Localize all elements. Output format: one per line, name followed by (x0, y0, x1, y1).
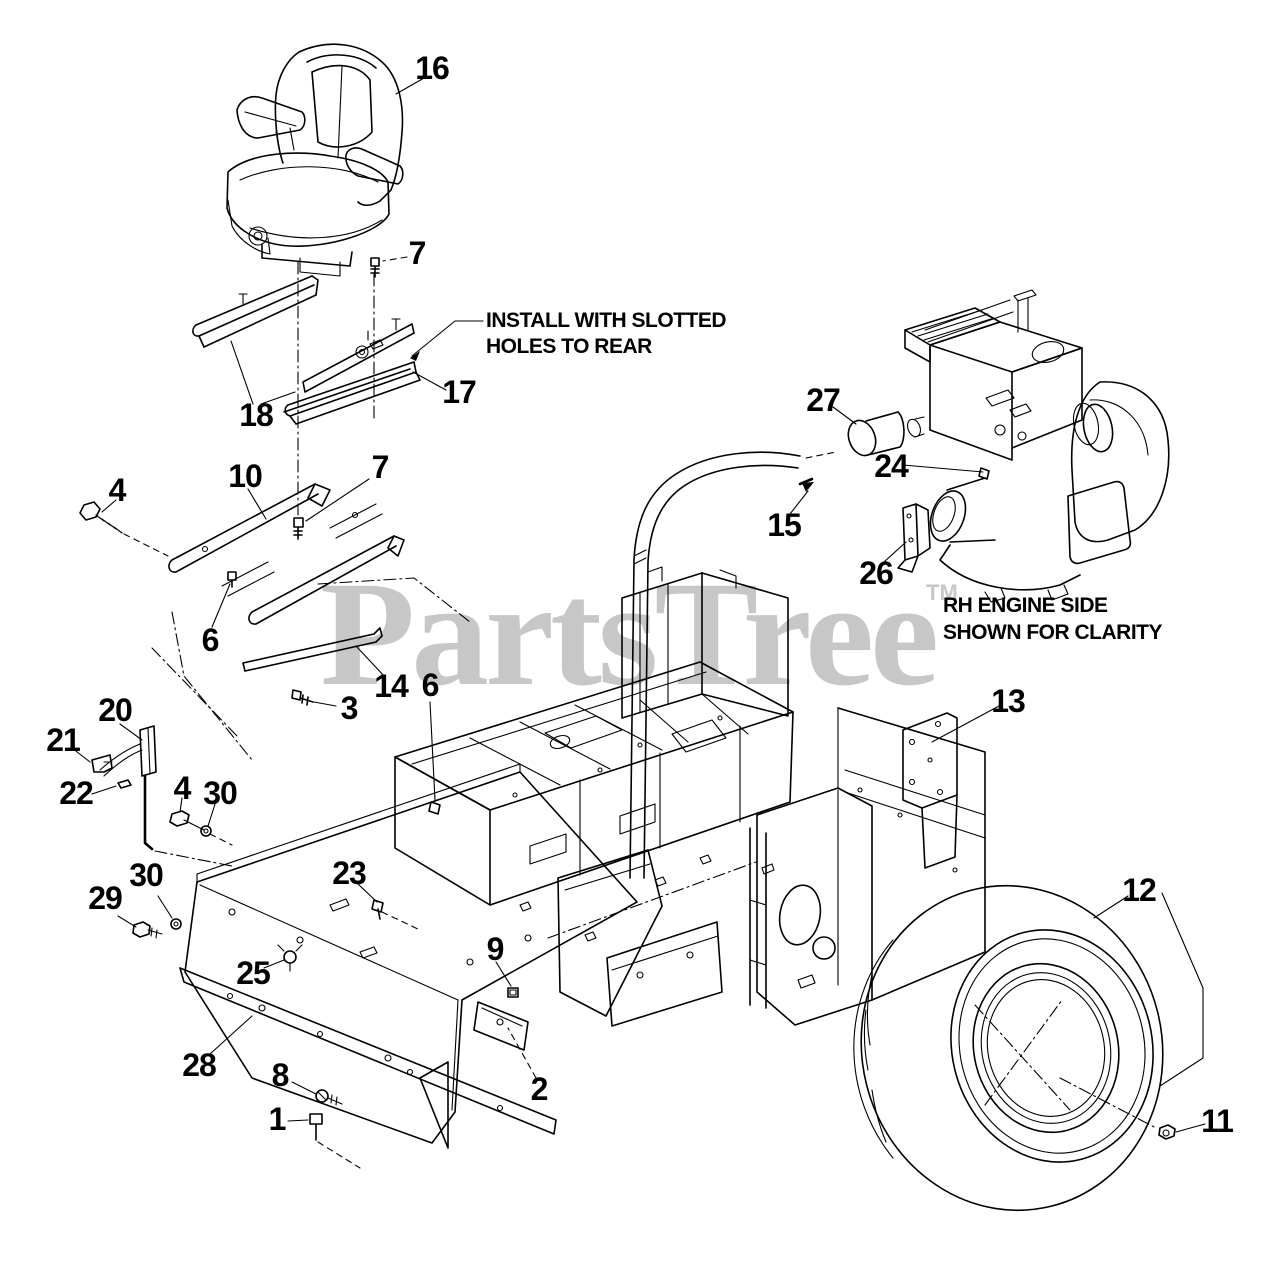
callout-labels: 16 7 18 17 4 10 7 6 14 3 6 15 27 24 26 1… (46, 50, 1234, 1139)
wheel-drawing (853, 884, 1206, 1212)
callout-26: 26 (859, 555, 893, 591)
callout-7-seat: 7 (409, 235, 426, 271)
callout-9: 9 (487, 931, 504, 967)
callout-4-lower: 4 (174, 770, 192, 806)
callout-3: 3 (341, 690, 358, 726)
callout-13: 13 (991, 683, 1025, 719)
callout-25: 25 (236, 955, 270, 991)
install-note-line1: INSTALL WITH SLOTTED (486, 309, 726, 332)
callout-28: 28 (182, 1047, 216, 1083)
callout-15: 15 (767, 507, 801, 543)
callout-17: 17 (442, 374, 476, 410)
seat-rails-drawing (192, 77, 484, 516)
callout-2: 2 (531, 1071, 548, 1107)
callout-16: 16 (415, 50, 449, 86)
callout-18: 18 (239, 397, 273, 433)
callout-1: 1 (269, 1101, 286, 1137)
callout-11: 11 (1201, 1103, 1233, 1139)
seat-plate-drawing (79, 478, 471, 815)
deflector-panel-drawing (71, 723, 638, 1169)
watermark-text: PartsTree (320, 551, 935, 717)
callout-7-plate: 7 (372, 449, 389, 485)
callout-8: 8 (272, 1057, 289, 1093)
install-note-line2: HOLES TO REAR (486, 335, 652, 358)
callout-22: 22 (59, 775, 93, 811)
callout-29: 29 (88, 880, 122, 916)
callout-14: 14 (374, 668, 409, 704)
engine-drawing (832, 289, 1170, 603)
callout-21: 21 (46, 722, 80, 758)
watermark: PartsTree TM (320, 551, 958, 717)
callout-30-upper: 30 (203, 775, 237, 811)
callout-12: 12 (1122, 872, 1156, 908)
callout-10: 10 (228, 458, 262, 494)
harness-tube-drawing (629, 451, 837, 879)
callout-4-upper: 4 (109, 472, 127, 508)
engine-note-line1: RH ENGINE SIDE (943, 594, 1108, 617)
callout-23: 23 (332, 855, 366, 891)
callout-20: 20 (98, 692, 132, 728)
callout-6-right: 6 (422, 667, 439, 703)
seat-drawing (226, 43, 404, 277)
callout-24: 24 (874, 448, 909, 484)
annotation-notes: INSTALL WITH SLOTTED HOLES TO REAR RH EN… (486, 309, 1163, 644)
callout-27: 27 (806, 382, 840, 418)
frame-drawing (394, 566, 1000, 1027)
callout-30-lower: 30 (129, 857, 163, 893)
watermark-tm: TM (926, 580, 958, 605)
callout-6-left: 6 (202, 622, 219, 658)
engine-note-line2: SHOWN FOR CLARITY (943, 621, 1162, 644)
